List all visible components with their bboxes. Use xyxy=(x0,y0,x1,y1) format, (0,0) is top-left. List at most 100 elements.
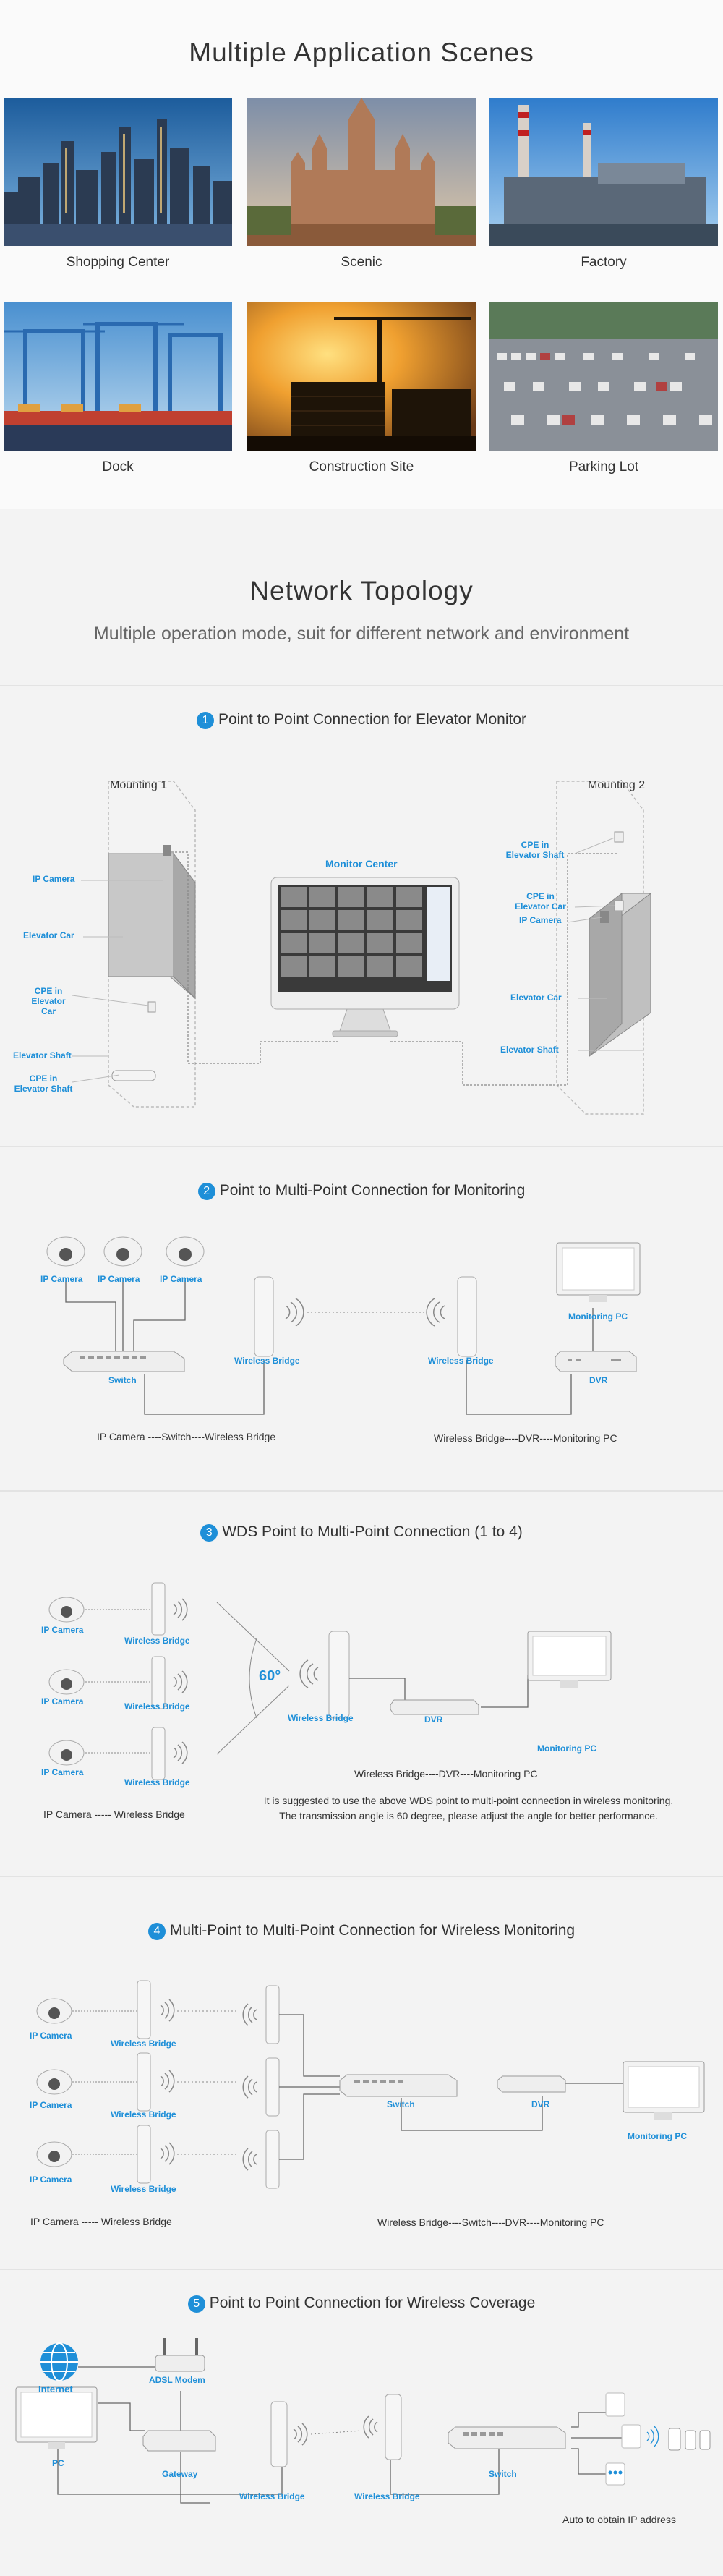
s4-bridge-label-3: Wireless Bridge xyxy=(111,2184,176,2194)
s3-angle-label: 60° xyxy=(259,1668,281,1684)
s2-monitoring-pc-label: Monitoring PC xyxy=(568,1312,628,1322)
right-cpe-shaft-line1: CPE in xyxy=(521,840,549,850)
scene-caption-shopping-center: Shopping Center xyxy=(66,255,170,270)
section-5-title-text: Point to Point Connection for Wireless C… xyxy=(209,2295,536,2311)
mounting-2-label: Mounting 2 xyxy=(588,779,646,791)
divider xyxy=(0,1146,723,1147)
right-ip-camera-label: IP Camera xyxy=(519,915,562,925)
s3-note-2: The transmission angle is 60 degree, ple… xyxy=(279,1810,658,1822)
coverage-diagram xyxy=(15,2338,711,2504)
scenes-title: Multiple Application Scenes xyxy=(189,38,534,67)
s3-monitoring-pc-label: Monitoring PC xyxy=(537,1743,596,1754)
scene-image-parking-lot xyxy=(489,302,718,451)
s2-flow-left: IP Camera ----Switch----Wireless Bridge xyxy=(97,1431,276,1442)
left-cpe-shaft-line2: Elevator Shaft xyxy=(14,1084,73,1094)
s3-camera-label-2: IP Camera xyxy=(41,1696,84,1706)
s3-bridge-label-2: Wireless Bridge xyxy=(124,1701,190,1712)
s3-bridge-label-1: Wireless Bridge xyxy=(124,1636,190,1646)
s5-gateway-label: Gateway xyxy=(162,2469,198,2479)
mp2mp-diagram xyxy=(36,1980,705,2189)
s2-dvr-label: DVR xyxy=(589,1375,608,1385)
s2-camera-label-1: IP Camera xyxy=(40,1274,83,1284)
s4-bridge-label-1: Wireless Bridge xyxy=(111,2039,176,2049)
s4-camera-label-2: IP Camera xyxy=(30,2100,72,2110)
s4-dvr-label: DVR xyxy=(531,2099,550,2109)
right-elevator-shaft-label: Elevator Shaft xyxy=(500,1045,559,1055)
scene-image-shopping-center xyxy=(4,98,232,246)
s2-flow-right: Wireless Bridge----DVR----Monitoring PC xyxy=(434,1432,617,1444)
topology-subtitle: Multiple operation mode, suit for differ… xyxy=(93,624,630,644)
s3-note-1: It is suggested to use the above WDS poi… xyxy=(263,1795,674,1806)
s3-camera-label-3: IP Camera xyxy=(41,1767,84,1777)
section-number: 5 xyxy=(187,2295,205,2313)
s5-internet-label: Internet xyxy=(38,2384,73,2394)
s2-bridge-label-2: Wireless Bridge xyxy=(428,1356,494,1366)
s2-switch-label: Switch xyxy=(108,1375,137,1385)
s4-flow-left: IP Camera ----- Wireless Bridge xyxy=(30,2216,172,2227)
s4-bridge-label-2: Wireless Bridge xyxy=(111,2109,176,2120)
s3-bridge-label-3: Wireless Bridge xyxy=(124,1777,190,1788)
s5-bridge-label-1: Wireless Bridge xyxy=(239,2491,305,2501)
s3-dvr-label: DVR xyxy=(424,1714,443,1725)
scene-caption-factory: Factory xyxy=(581,255,627,270)
right-cpe-car-line1: CPE in xyxy=(526,891,555,901)
s4-camera-label-1: IP Camera xyxy=(30,2031,72,2041)
p2mp-diagram xyxy=(46,1236,641,1415)
s4-camera-label-3: IP Camera xyxy=(30,2175,72,2185)
divider xyxy=(0,1490,723,1492)
s2-bridge-label-1: Wireless Bridge xyxy=(234,1356,300,1366)
scene-image-dock xyxy=(4,302,232,451)
left-elevator-car-label: Elevator Car xyxy=(23,930,74,940)
s5-pc-label: PC xyxy=(52,2458,64,2468)
s2-camera-label-2: IP Camera xyxy=(98,1274,140,1284)
right-cpe-shaft-line2: Elevator Shaft xyxy=(505,850,565,860)
section-3-title-text: WDS Point to Multi-Point Connection (1 t… xyxy=(222,1523,523,1540)
s2-camera-label-3: IP Camera xyxy=(160,1274,202,1284)
section-2-title-text: Point to Multi-Point Connection for Moni… xyxy=(219,1182,526,1199)
right-elevator-car-label: Elevator Car xyxy=(510,992,562,1003)
section-1-title-text: Point to Point Connection for Elevator M… xyxy=(218,711,527,728)
divider xyxy=(0,2269,723,2270)
scene-image-construction-site xyxy=(247,302,476,451)
section-number: 3 xyxy=(200,1524,218,1542)
section-number: 2 xyxy=(197,1183,215,1200)
s3-flow-mid: Wireless Bridge----DVR----Monitoring PC xyxy=(354,1768,538,1780)
scene-caption-dock: Dock xyxy=(102,459,134,475)
left-elevator-shaft-label: Elevator Shaft xyxy=(13,1050,72,1060)
mounting-1-label: Mounting 1 xyxy=(110,779,168,791)
scene-image-scenic xyxy=(247,98,476,246)
divider xyxy=(0,1876,723,1877)
right-cpe-car-line2: Elevator Car xyxy=(515,901,566,911)
s3-center-bridge-label: Wireless Bridge xyxy=(288,1713,354,1723)
s3-camera-label-1: IP Camera xyxy=(41,1625,84,1635)
section-number: 4 xyxy=(147,1923,166,1940)
wds-diagram xyxy=(48,1582,612,1780)
left-ip-camera-label: IP Camera xyxy=(33,874,75,884)
s3-flow-left: IP Camera ----- Wireless Bridge xyxy=(43,1808,185,1820)
s5-auto-ip-label: Auto to obtain IP address xyxy=(562,2514,676,2525)
s5-adsl-label: ADSL Modem xyxy=(149,2375,205,2385)
section-4-title-text: Multi-Point to Multi-Point Connection fo… xyxy=(169,1922,576,1939)
left-cpe-car-line1: CPE in xyxy=(34,986,63,996)
section-number: 1 xyxy=(196,712,214,729)
s4-switch-label: Switch xyxy=(387,2099,415,2109)
topology-title: Network Topology xyxy=(249,576,474,605)
scene-caption-construction-site: Construction Site xyxy=(309,459,414,475)
divider xyxy=(0,685,723,686)
scene-caption-parking-lot: Parking Lot xyxy=(568,459,639,475)
left-cpe-shaft-line1: CPE in xyxy=(29,1074,58,1084)
left-cpe-car-line2: Elevator Car xyxy=(31,996,66,1016)
s4-flow-right: Wireless Bridge----Switch----DVR----Moni… xyxy=(377,2216,604,2228)
elevator-diagram xyxy=(72,781,652,1115)
s5-switch-label: Switch xyxy=(489,2469,517,2479)
scene-image-factory xyxy=(489,98,718,246)
scene-caption-scenic: Scenic xyxy=(341,255,382,270)
